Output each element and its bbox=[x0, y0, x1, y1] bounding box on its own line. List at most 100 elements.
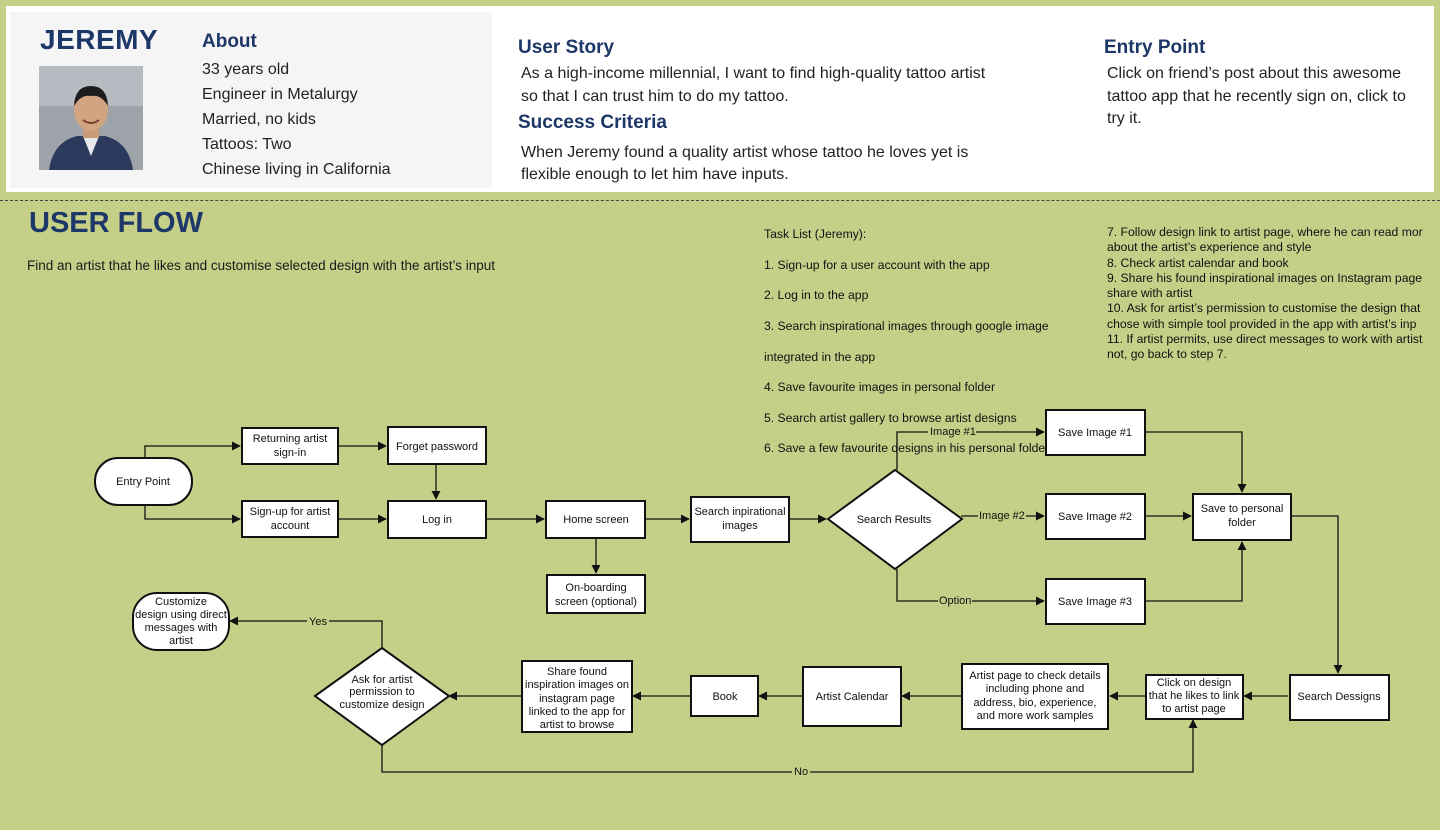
avatar bbox=[39, 66, 143, 170]
task-item: chose with simple tool provided in the a… bbox=[1107, 316, 1417, 331]
edge bbox=[381, 719, 1198, 773]
node-label: Artist Calendar bbox=[816, 691, 889, 703]
edge bbox=[144, 504, 241, 524]
node-label: sign-in bbox=[274, 447, 306, 459]
edge bbox=[1145, 541, 1247, 602]
node-customize-design: Customize design using direct messages w… bbox=[132, 592, 230, 651]
node-label: including phone and bbox=[986, 683, 1084, 695]
edge-labels: Image #1 Image #2 Option Yes No bbox=[307, 425, 1026, 778]
task-item: Task List (Jeremy): bbox=[764, 227, 867, 242]
avatar-illustration bbox=[39, 66, 143, 170]
task-item: 10. Ask for artist’s permission to custo… bbox=[1107, 301, 1421, 316]
persona-name: JEREMY bbox=[40, 24, 159, 55]
edge bbox=[1291, 515, 1343, 674]
node-search-results: Search Results bbox=[826, 468, 964, 571]
edge-label-image2: Image #2 bbox=[979, 510, 1025, 522]
node-label: Search inpirational bbox=[694, 506, 785, 518]
user-flow-title: USER FLOW bbox=[29, 207, 203, 239]
node-label: Search Dessigns bbox=[1297, 691, 1381, 703]
node-save-image-2: Save Image #2 bbox=[1045, 493, 1146, 540]
user-story-title: User Story bbox=[518, 37, 615, 58]
task-item: 2. Log in to the app bbox=[764, 288, 869, 303]
edge-label-image1: Image #1 bbox=[930, 426, 976, 438]
node-label: inspiration images on bbox=[525, 679, 629, 691]
entry-point-line: Click on friend’s post about this awesom… bbox=[1107, 65, 1402, 82]
entry-point-line: tattoo app that he recently sign on, cli… bbox=[1107, 88, 1406, 105]
task-item: 5. Search artist gallery to browse artis… bbox=[764, 410, 1017, 425]
node-book: Book bbox=[690, 675, 759, 717]
node-entry-point: Entry Point bbox=[94, 457, 193, 506]
node-label: Save Image #2 bbox=[1058, 511, 1132, 523]
task-item: share with artist bbox=[1107, 286, 1193, 301]
node-signup: Sign-up for artist account bbox=[241, 500, 339, 538]
node-label: messages with bbox=[145, 622, 218, 634]
success-criteria-line: When Jeremy found a quality artist whose… bbox=[521, 144, 969, 161]
node-label: Sign-up for artist bbox=[250, 506, 331, 518]
node-label: to artist page bbox=[1162, 703, 1226, 715]
node-label: artist bbox=[169, 635, 193, 647]
node-label: Home screen bbox=[563, 514, 628, 526]
node-label: Save Image #3 bbox=[1058, 596, 1132, 608]
task-item: 9. Share his found inspirational images … bbox=[1107, 270, 1423, 285]
node-label: Ask for artist bbox=[351, 674, 412, 686]
section-divider bbox=[0, 200, 1440, 201]
task-list-left: Task List (Jeremy): 1. Sign-up for a use… bbox=[764, 212, 1049, 472]
node-save-image-3: Save Image #3 bbox=[1045, 578, 1146, 625]
node-returning-signin: Returning artist sign-in bbox=[241, 427, 339, 465]
node-save-folder: Save to personal folder bbox=[1192, 493, 1292, 541]
node-label: On-boarding bbox=[565, 582, 626, 594]
node-label: address, bio, experience, bbox=[974, 697, 1097, 709]
task-item: about the artist’s experience and style bbox=[1107, 240, 1312, 255]
node-label: account bbox=[271, 520, 310, 532]
node-label: Returning artist bbox=[253, 433, 328, 445]
task-item: 4. Save favourite images in personal fol… bbox=[764, 380, 996, 395]
node-label: that he likes to link bbox=[1149, 690, 1240, 702]
node-search-inspirational: Search inpirational images bbox=[690, 496, 790, 543]
about-item: Tattoos: Two bbox=[202, 136, 292, 153]
node-label: design using direct bbox=[135, 609, 227, 621]
node-artist-calendar: Artist Calendar bbox=[802, 666, 902, 727]
node-label: Book bbox=[712, 691, 738, 703]
node-label: Save Image #1 bbox=[1058, 427, 1132, 439]
edge bbox=[1145, 431, 1247, 493]
about-title: About bbox=[202, 31, 257, 52]
node-ask-permission: Ask for artist permission to customize d… bbox=[313, 646, 451, 747]
node-label: artist to browse bbox=[540, 719, 615, 731]
node-save-image-1: Save Image #1 bbox=[1045, 409, 1146, 456]
about-item: Married, no kids bbox=[202, 111, 316, 128]
about-item: Engineer in Metalurgy bbox=[202, 86, 358, 103]
user-flow-diagram: Image #1 Image #2 Option Yes No Entry Po… bbox=[94, 409, 1390, 778]
user-story-line: As a high-income millennial, I want to f… bbox=[521, 65, 986, 82]
edge bbox=[144, 441, 241, 458]
success-criteria-title: Success Criteria bbox=[518, 112, 667, 133]
flow-edges bbox=[144, 427, 1343, 773]
node-artist-page: Artist page to check details including p… bbox=[961, 663, 1109, 730]
node-home-screen: Home screen bbox=[545, 500, 646, 539]
node-forget-password: Forget password bbox=[387, 426, 487, 465]
node-label: and more work samples bbox=[977, 710, 1094, 722]
edge-label-no: No bbox=[794, 766, 808, 778]
task-item: 7. Follow design link to artist page, wh… bbox=[1107, 225, 1423, 239]
task-item: 3. Search inspirational images through g… bbox=[764, 319, 1049, 334]
node-label: screen (optional) bbox=[555, 596, 637, 608]
node-click-design: Click on design that he likes to link to… bbox=[1145, 674, 1244, 720]
about-item: Chinese living in California bbox=[202, 161, 391, 178]
edge-label-yes: Yes bbox=[309, 616, 327, 628]
node-label: Click on design bbox=[1157, 677, 1232, 689]
node-label: linked to the app for bbox=[529, 706, 626, 718]
edge bbox=[229, 616, 383, 648]
node-label: Log in bbox=[422, 514, 452, 526]
edge bbox=[896, 569, 1045, 606]
task-item: 8. Check artist calendar and book bbox=[1107, 255, 1289, 270]
success-criteria-line: flexible enough to let him have inputs. bbox=[521, 166, 789, 183]
node-label: Forget password bbox=[396, 441, 478, 453]
edge bbox=[896, 427, 1045, 470]
node-label: Save to personal bbox=[1201, 503, 1284, 515]
edge-label-option: Option bbox=[939, 595, 971, 607]
task-item: 11. If artist permits, use direct messag… bbox=[1107, 332, 1423, 347]
node-search-designs: Search Dessigns bbox=[1289, 674, 1390, 721]
node-login: Log in bbox=[387, 500, 487, 539]
node-label: instagram page bbox=[539, 693, 615, 705]
node-label: folder bbox=[1228, 517, 1256, 529]
task-item: integrated in the app bbox=[764, 349, 876, 364]
